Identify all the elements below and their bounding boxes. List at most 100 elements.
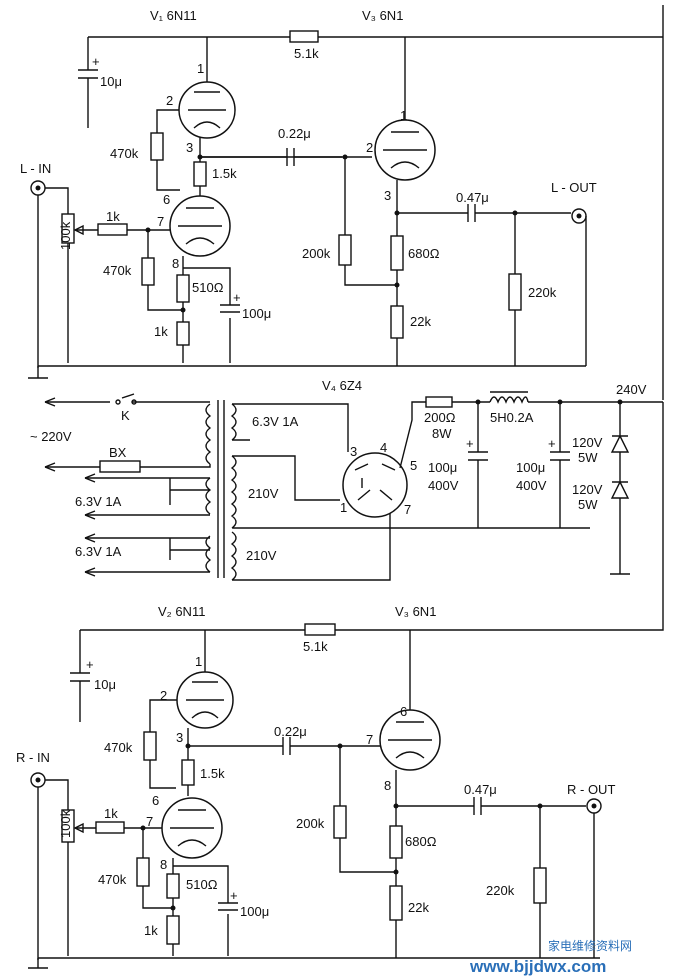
resistor-1k5-a xyxy=(193,161,207,187)
resistor-680-b xyxy=(389,825,403,859)
svg-text:8W: 8W xyxy=(432,426,452,441)
resistor-470k-d xyxy=(136,857,150,887)
svg-text:510Ω: 510Ω xyxy=(186,877,218,892)
svg-text:220k: 220k xyxy=(528,285,557,300)
svg-text:1: 1 xyxy=(340,500,347,515)
label-v3-top: V₃ 6N1 xyxy=(362,8,403,23)
svg-text:+: + xyxy=(466,436,474,451)
svg-text:470k: 470k xyxy=(110,146,139,161)
cap-100u-a xyxy=(220,304,240,313)
svg-text:470k: 470k xyxy=(104,740,133,755)
svg-text:4: 4 xyxy=(380,440,387,455)
svg-text:120V: 120V xyxy=(572,435,603,450)
svg-text:400V: 400V xyxy=(516,478,547,493)
svg-text:1: 1 xyxy=(195,654,202,669)
svg-text:22k: 22k xyxy=(410,314,431,329)
resistor-470k-a xyxy=(150,132,164,161)
svg-text:210V: 210V xyxy=(246,548,277,563)
fuse-bx xyxy=(99,460,141,473)
svg-text:3: 3 xyxy=(176,730,183,745)
svg-text:1k: 1k xyxy=(106,209,120,224)
svg-text:100k: 100k xyxy=(58,809,73,838)
svg-text:200k: 200k xyxy=(302,246,331,261)
svg-text:10μ: 10μ xyxy=(94,677,116,692)
svg-text:6: 6 xyxy=(152,793,159,808)
svg-text:200k: 200k xyxy=(296,816,325,831)
svg-text:+: + xyxy=(86,657,94,672)
pot-100k-l[interactable] xyxy=(61,213,75,244)
resistor-680-a xyxy=(390,235,404,271)
svg-text:8: 8 xyxy=(172,256,179,271)
cap-047-top xyxy=(397,204,571,222)
watermark-url: www.bjjdwx.com xyxy=(469,957,606,976)
ground-bus-top xyxy=(28,365,586,379)
svg-text:6: 6 xyxy=(400,704,407,719)
svg-text:1: 1 xyxy=(197,61,204,76)
resistor-1k-b xyxy=(176,321,190,346)
resistor-22k-a xyxy=(390,305,404,339)
svg-text:400V: 400V xyxy=(428,478,459,493)
svg-text:100μ: 100μ xyxy=(240,904,269,919)
svg-text:0.47μ: 0.47μ xyxy=(464,782,497,797)
svg-text:2: 2 xyxy=(160,688,167,703)
svg-text:7: 7 xyxy=(366,732,373,747)
cap-10u-bottom xyxy=(70,630,90,722)
svg-text:V₄ 6Z4: V₄ 6Z4 xyxy=(322,378,362,393)
resistor-510-a xyxy=(176,274,190,303)
svg-text:100μ: 100μ xyxy=(428,460,457,475)
svg-text:1k: 1k xyxy=(104,806,118,821)
svg-text:3: 3 xyxy=(350,444,357,459)
svg-text:0.22μ: 0.22μ xyxy=(274,724,307,739)
svg-text:5H0.2A: 5H0.2A xyxy=(490,410,534,425)
bottom-plate-rail xyxy=(80,402,664,631)
svg-text:K: K xyxy=(121,408,130,423)
svg-text:100k: 100k xyxy=(58,221,73,250)
svg-text:0.47μ: 0.47μ xyxy=(456,190,489,205)
switch-k[interactable] xyxy=(115,399,121,405)
svg-text:100μ: 100μ xyxy=(516,460,545,475)
resistor-1k5-b xyxy=(181,759,195,786)
svg-text:7: 7 xyxy=(146,814,153,829)
svg-text:3: 3 xyxy=(186,140,193,155)
svg-text:5W: 5W xyxy=(578,450,598,465)
cap-100u-b xyxy=(218,902,238,911)
watermark-cn: 家电维修资料网 xyxy=(548,938,632,953)
resistor-220k-b xyxy=(533,867,547,904)
svg-text:0.22μ: 0.22μ xyxy=(278,126,311,141)
svg-text:R - OUT: R - OUT xyxy=(567,782,615,797)
resistor-1k-a xyxy=(97,223,128,236)
svg-text:L - IN: L - IN xyxy=(20,161,51,176)
svg-text:6.3V 1A: 6.3V 1A xyxy=(252,414,299,429)
svg-text:8: 8 xyxy=(160,857,167,872)
svg-text:1: 1 xyxy=(400,108,407,123)
svg-text:680Ω: 680Ω xyxy=(408,246,440,261)
resistor-5k1-bottom xyxy=(304,623,336,636)
cap-022-bottom xyxy=(188,737,382,755)
label-5k1-top: 5.1k xyxy=(294,46,319,61)
cap-047-bottom xyxy=(396,797,586,815)
svg-text:200Ω: 200Ω xyxy=(424,410,456,425)
svg-text:BX: BX xyxy=(109,445,127,460)
svg-text:22k: 22k xyxy=(408,900,429,915)
svg-text:L - OUT: L - OUT xyxy=(551,180,597,195)
svg-text:1.5k: 1.5k xyxy=(212,166,237,181)
svg-text:510Ω: 510Ω xyxy=(192,280,224,295)
label-10u-top: 10μ xyxy=(100,74,122,89)
svg-text:6: 6 xyxy=(163,192,170,207)
resistor-200-8w xyxy=(425,396,453,408)
svg-text:R - IN: R - IN xyxy=(16,750,50,765)
svg-text:100μ: 100μ xyxy=(242,306,271,321)
svg-text:V₃ 6N1: V₃ 6N1 xyxy=(395,604,436,619)
resistor-220k-a xyxy=(508,273,522,311)
top-plate-rail xyxy=(88,5,664,400)
pot-100k-r[interactable] xyxy=(61,809,75,843)
zener-2 xyxy=(610,480,630,499)
svg-text:5.1k: 5.1k xyxy=(303,639,328,654)
svg-text:+: + xyxy=(92,54,100,69)
svg-text:680Ω: 680Ω xyxy=(405,834,437,849)
resistor-1k-d xyxy=(166,915,180,945)
svg-text:V₂ 6N11: V₂ 6N11 xyxy=(158,604,205,619)
svg-text:2: 2 xyxy=(366,140,373,155)
resistor-470k-b xyxy=(141,257,155,286)
